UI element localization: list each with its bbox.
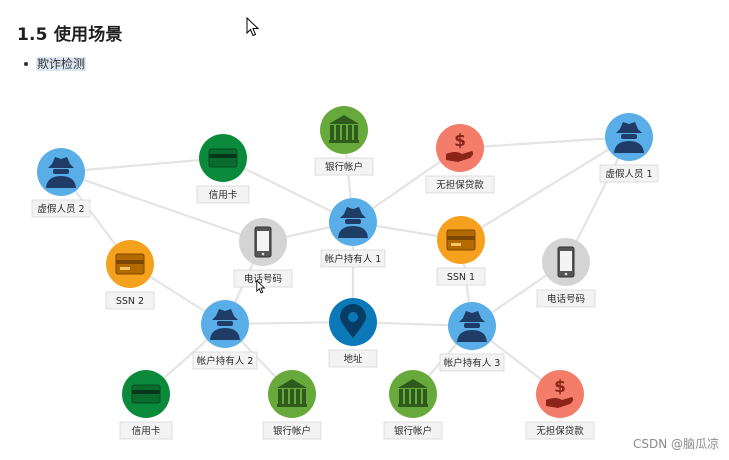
bullet-item: 欺诈检测 xyxy=(22,55,87,72)
node-label-box xyxy=(383,421,443,440)
node-label-box xyxy=(196,185,250,204)
node-label: 信用卡 xyxy=(132,425,161,437)
graph-edge xyxy=(459,135,630,150)
mouse-cursor-icon xyxy=(246,17,260,37)
graph-node-card2: 信用卡 xyxy=(119,370,173,440)
id-card-icon xyxy=(446,229,476,251)
section-heading: 1.5 使用场景 xyxy=(17,25,123,45)
bullet-text: 欺诈检测 xyxy=(36,57,87,71)
graph-node-ssn2: SSN 2 xyxy=(105,240,155,310)
node-label: 地址 xyxy=(343,353,363,365)
graph-edge xyxy=(60,156,224,174)
graph-node-holder2: 帐户持有人 2 xyxy=(192,300,258,370)
id-card-icon xyxy=(115,253,145,275)
node-label: 银行帐户 xyxy=(273,425,311,437)
graph-edge xyxy=(222,157,354,223)
mouse-cursor-icon xyxy=(256,280,266,294)
node-label: 虚假人员 2 xyxy=(37,203,84,215)
node-label: 电话号码 xyxy=(547,293,585,305)
node-label-box xyxy=(320,249,386,268)
dollar-hand-icon: $ xyxy=(446,131,474,162)
graph-node-bank1: 银行帐户 xyxy=(314,106,374,176)
phone-icon xyxy=(557,246,575,278)
graph-node-loan2: $ 无担保贷款 xyxy=(525,370,595,440)
node-label: 帐户持有人 3 xyxy=(444,357,501,369)
node-label-box xyxy=(525,421,595,440)
node-label: 无担保贷款 xyxy=(536,425,584,437)
graph-node-holder1: 帐户持有人 1 xyxy=(320,198,386,268)
incognito-person-icon xyxy=(46,157,76,188)
graph-node-card1: 信用卡 xyxy=(196,134,250,204)
node-label-box xyxy=(599,164,659,183)
node-label-box xyxy=(119,421,173,440)
phone-icon xyxy=(254,226,272,258)
svg-text:$: $ xyxy=(554,377,566,397)
graph-node-phone1: 电话号码 xyxy=(233,218,293,288)
bank-icon xyxy=(398,379,428,407)
watermark: CSDN @脑瓜凉 xyxy=(632,437,719,451)
graph-edge xyxy=(60,170,264,244)
node-label: 无担保贷款 xyxy=(436,179,484,191)
map-pin-icon xyxy=(340,304,366,338)
node-label-box xyxy=(192,351,258,370)
credit-card-icon xyxy=(208,148,238,168)
credit-card-icon xyxy=(131,384,161,404)
svg-text:$: $ xyxy=(454,131,466,151)
graph-node-bank2: 银行帐户 xyxy=(262,370,322,440)
node-label-box xyxy=(536,289,596,308)
node-label: 电话号码 xyxy=(244,273,282,285)
graph-node-address: 地址 xyxy=(328,298,378,368)
dollar-hand-icon: $ xyxy=(546,377,574,408)
node-label-box xyxy=(439,353,505,372)
incognito-person-icon xyxy=(210,309,240,340)
node-label-box xyxy=(262,421,322,440)
incognito-person-icon xyxy=(457,311,487,342)
graph-node-ssn1: SSN 1 xyxy=(436,216,486,286)
node-label-box xyxy=(425,175,495,194)
node-label-box xyxy=(436,267,486,286)
node-label: 银行帐户 xyxy=(325,161,363,173)
incognito-person-icon xyxy=(614,122,644,153)
node-label: 信用卡 xyxy=(209,189,238,201)
bank-icon xyxy=(277,379,307,407)
graph-node-fake2: 虚假人员 1 xyxy=(599,113,659,183)
graph-node-bank3: 银行帐户 xyxy=(383,370,443,440)
graph-node-holder3: 帐户持有人 3 xyxy=(439,302,505,372)
bullet-list: 欺诈检测 xyxy=(22,55,87,72)
incognito-person-icon xyxy=(338,207,368,238)
bank-icon xyxy=(329,115,359,143)
node-label-box xyxy=(328,349,378,368)
node-label-box xyxy=(31,199,91,218)
node-label-box xyxy=(105,291,155,310)
node-label: SSN 2 xyxy=(116,296,144,307)
node-label: 虚假人员 1 xyxy=(605,168,652,180)
graph-node-fake1: 虚假人员 2 xyxy=(31,148,91,218)
node-label: 银行帐户 xyxy=(394,425,432,437)
graph-edge xyxy=(460,136,630,241)
node-label-box xyxy=(314,157,374,176)
graph-node-phone2: 电话号码 xyxy=(536,238,596,308)
node-label: 帐户持有人 2 xyxy=(197,355,254,367)
node-label: 帐户持有人 1 xyxy=(325,253,382,265)
node-label: SSN 1 xyxy=(447,272,475,283)
graph-node-loan1: $ 无担保贷款 xyxy=(425,124,495,194)
